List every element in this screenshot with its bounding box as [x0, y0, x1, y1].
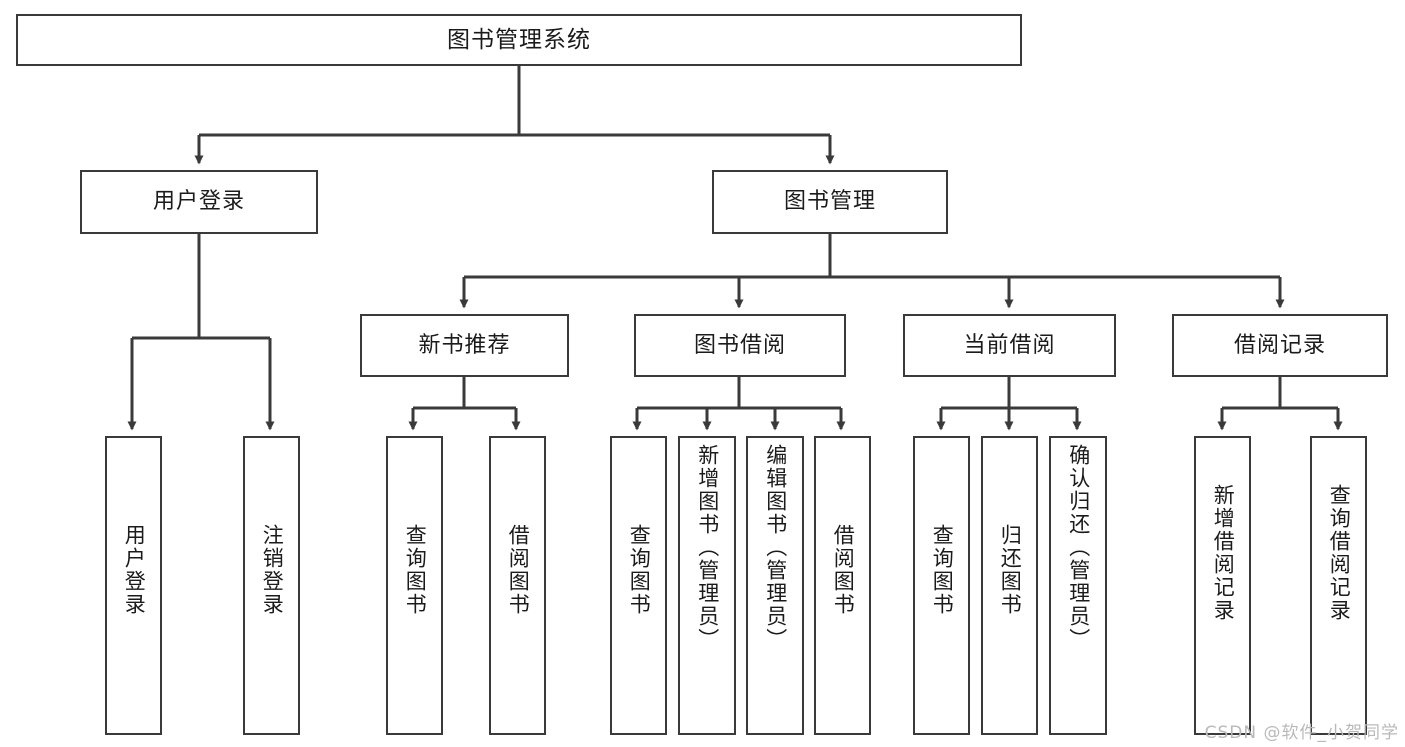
node-label: 图书管理	[783, 189, 876, 215]
node-book-borrow[interactable]: 图书借阅	[634, 314, 846, 377]
leaf-borrow-book-recommend[interactable]: 借阅图书	[489, 436, 546, 735]
node-label: 用户登录	[152, 189, 245, 215]
node-book-manage[interactable]: 图书管理	[712, 170, 948, 234]
leaf-query-book-borrow[interactable]: 查询图书	[610, 436, 667, 735]
node-label: 注销登录	[260, 524, 285, 616]
leaf-add-borrow-record[interactable]: 新增借阅记录	[1194, 436, 1251, 735]
node-label: 借阅图书	[506, 524, 531, 616]
node-label: 新增图书（管理员）	[695, 444, 720, 651]
node-label: 新书推荐	[418, 332, 511, 358]
node-label: 当前借阅	[963, 332, 1056, 358]
node-root-system[interactable]: 图书管理系统	[16, 14, 1022, 66]
node-new-book-recommend[interactable]: 新书推荐	[360, 314, 569, 377]
leaf-query-borrow-record[interactable]: 查询借阅记录	[1310, 436, 1367, 735]
leaf-return-book[interactable]: 归还图书	[981, 436, 1038, 735]
leaf-query-book-recommend[interactable]: 查询图书	[386, 436, 443, 735]
node-current-borrow[interactable]: 当前借阅	[903, 314, 1116, 377]
node-label: 用户登录	[122, 524, 147, 616]
node-label: 归还图书	[998, 524, 1023, 616]
leaf-confirm-return-admin[interactable]: 确认归还（管理员）	[1049, 436, 1107, 735]
csdn-watermark: CSDN @软件_小贺同学	[1204, 723, 1399, 743]
node-label: 确认归还（管理员）	[1066, 444, 1091, 651]
leaf-add-book-admin[interactable]: 新增图书（管理员）	[678, 436, 736, 735]
node-label: 借阅图书	[831, 524, 856, 616]
node-label: 查询图书	[930, 524, 955, 616]
node-label: 编辑图书（管理员）	[763, 444, 788, 651]
leaf-borrow-book[interactable]: 借阅图书	[814, 436, 871, 735]
node-label: 查询图书	[403, 524, 428, 616]
node-label: 图书借阅	[693, 332, 786, 358]
leaf-query-book-current[interactable]: 查询图书	[913, 436, 970, 735]
node-label: 查询图书	[627, 524, 652, 616]
node-borrow-record[interactable]: 借阅记录	[1172, 314, 1388, 377]
node-user-login[interactable]: 用户登录	[80, 170, 318, 234]
leaf-logout[interactable]: 注销登录	[243, 436, 300, 735]
leaf-user-login[interactable]: 用户登录	[105, 436, 162, 735]
node-label: 图书管理系统	[447, 26, 591, 53]
node-label: 新增借阅记录	[1211, 484, 1236, 622]
node-label: 查询借阅记录	[1327, 484, 1352, 622]
node-label: 借阅记录	[1233, 332, 1326, 358]
leaf-edit-book-admin[interactable]: 编辑图书（管理员）	[746, 436, 804, 735]
